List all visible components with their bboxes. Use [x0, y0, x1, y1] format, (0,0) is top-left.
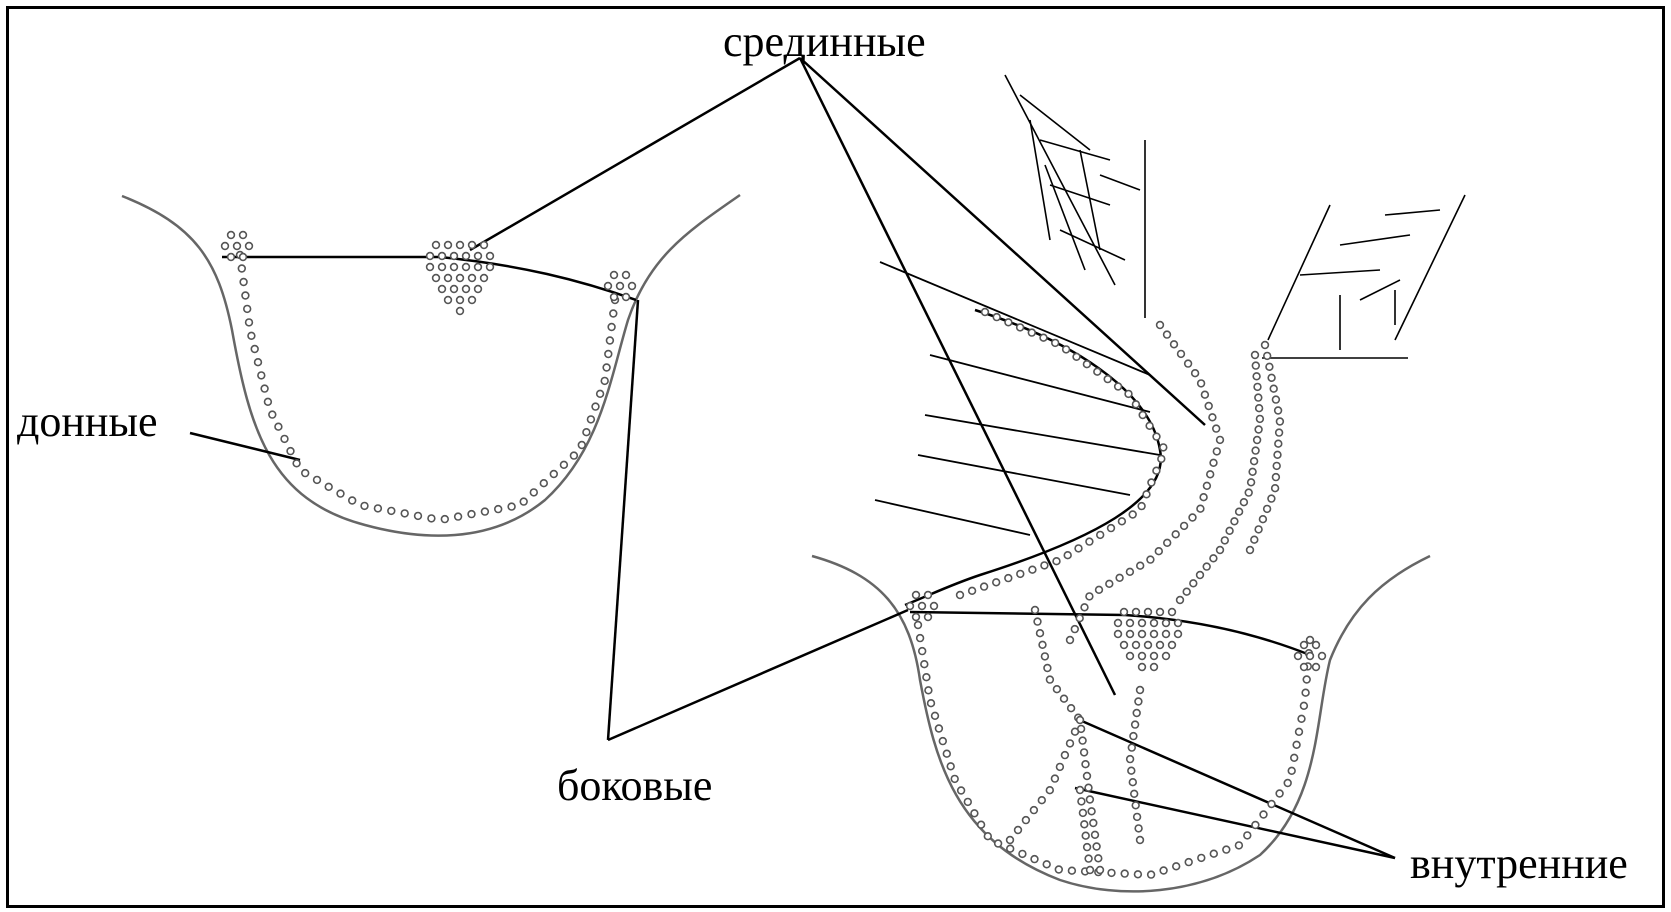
right-valley-profile: [811, 554, 1431, 893]
glacier-tongue-outline: [904, 308, 1163, 607]
label-lateral-moraines: боковые: [557, 761, 712, 810]
label-middle-moraines: срединные: [723, 17, 926, 66]
mountain-sketch-left: [1004, 74, 1146, 318]
glacier-hatching: [874, 261, 1161, 536]
left-valley-profile: [121, 193, 741, 537]
label-internal-moraines: внутренние: [1410, 839, 1628, 888]
moraine-debris-dots: [220, 230, 1327, 879]
mountain-sketch-right: [1262, 194, 1466, 359]
leader-lines: [189, 56, 1396, 860]
label-bottom-moraines: донные: [17, 397, 158, 446]
diagram-frame: [6, 6, 1665, 908]
